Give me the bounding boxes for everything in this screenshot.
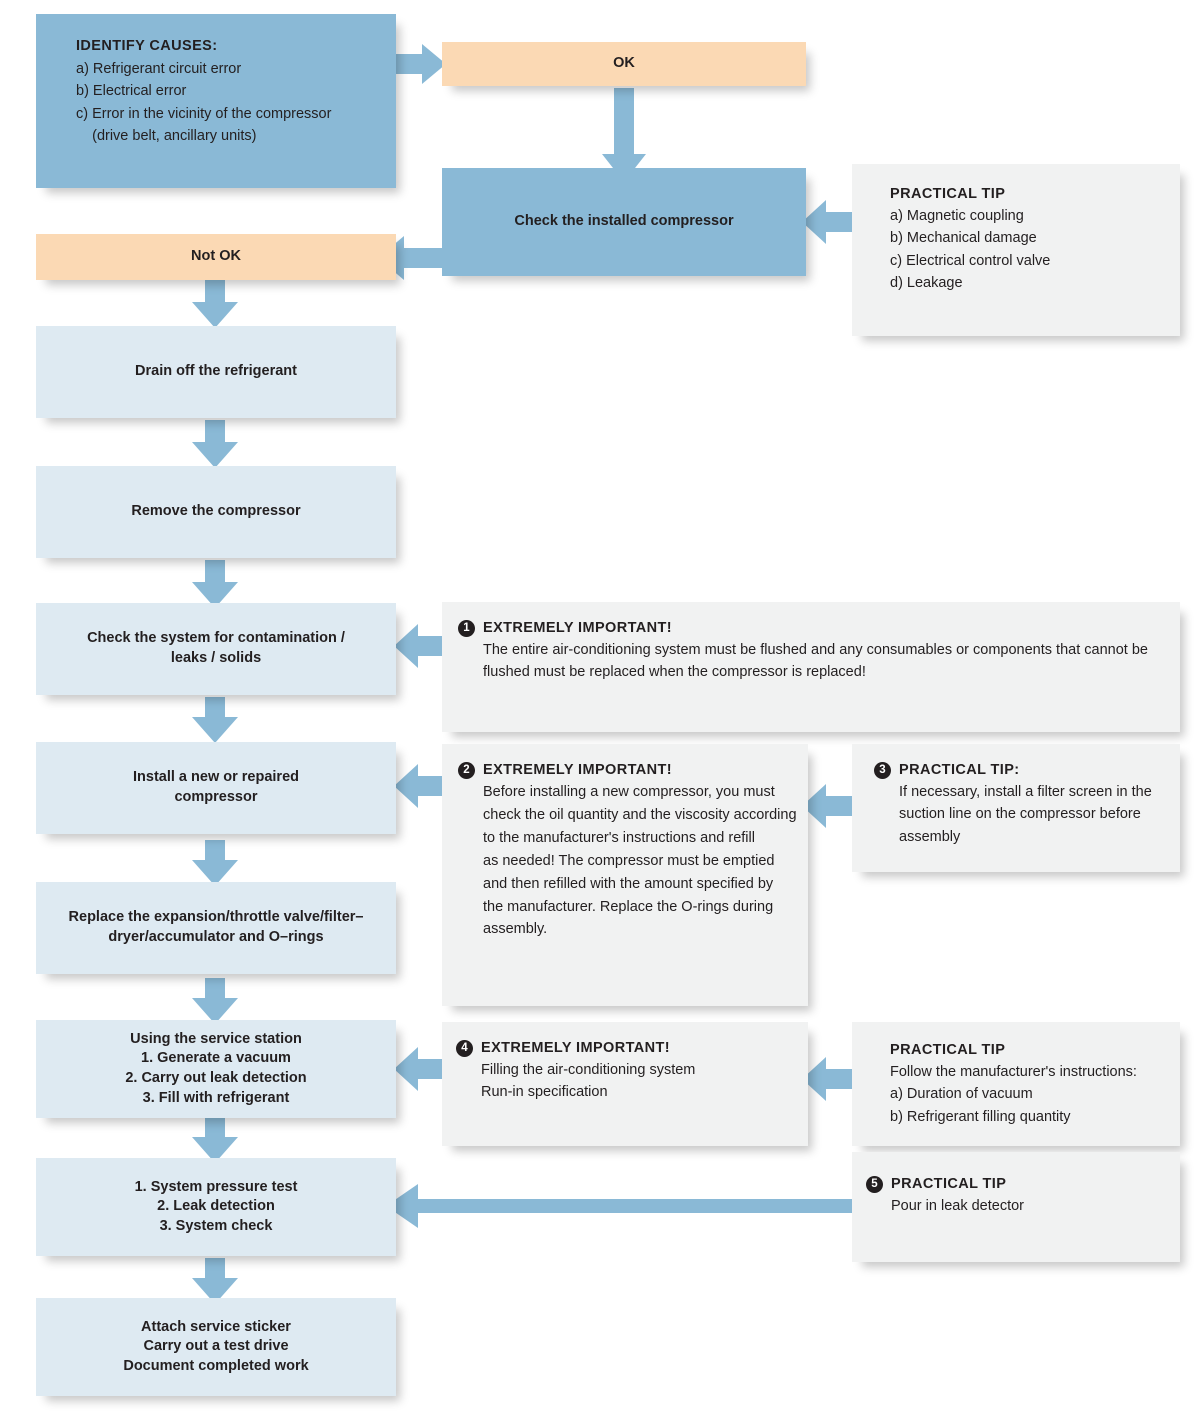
arrow-tip1-to-checksystem xyxy=(392,622,452,670)
tip-compressor-line-d: d) Leakage xyxy=(890,275,963,292)
identify-causes-line-b: b) Electrical error xyxy=(76,83,187,100)
step-replace-box: Replace the expansion/throttle valve/fil… xyxy=(36,882,396,974)
tip2-line5: and then refilled with the amount specif… xyxy=(483,875,774,892)
identify-causes-line-a: a) Refrigerant circuit error xyxy=(76,61,242,77)
tip-compressor-line-b: b) Mechanical damage xyxy=(890,230,1037,247)
tip-compressor-line-c: c) Electrical control valve xyxy=(890,252,1051,269)
arrow-install-to-replace xyxy=(190,840,240,888)
identify-causes-box: IDENTIFY CAUSES: a) Refrigerant circuit … xyxy=(36,14,396,188)
step-pressure-line3: 3. System check xyxy=(159,1217,273,1234)
step-check-installed-label: Check the installed compressor xyxy=(514,213,734,230)
step-service-station-box: Using the service station 1. Generate a … xyxy=(36,1020,396,1118)
step-pressure-test-box: 1. System pressure test 2. Leak detectio… xyxy=(36,1158,396,1256)
step-replace-line2: dryer/accumulator and O–rings xyxy=(108,929,324,945)
arrow-tipvacuum-to-tip4 xyxy=(800,1055,862,1103)
step-replace-line1: Replace the expansion/throttle valve/fil… xyxy=(68,909,364,926)
step-install-line1: Install a new or repaired xyxy=(133,769,299,786)
tip2-line3: to the manufacturer's instructions and r… xyxy=(483,829,755,846)
tip1-number-icon: 1 xyxy=(458,620,475,637)
step-final-line3: Document completed work xyxy=(123,1357,309,1374)
tip4-title: EXTREMELY IMPORTANT! xyxy=(481,1040,670,1056)
tip-vacuum-line2: a) Duration of vacuum xyxy=(890,1086,1033,1103)
tip5-title: PRACTICAL TIP xyxy=(891,1176,1007,1192)
decision-notok-box: Not OK xyxy=(36,234,396,280)
step-service-line4: 3. Fill with refrigerant xyxy=(142,1089,290,1106)
tip2-line1: Before installing a new compressor, you … xyxy=(483,784,775,800)
arrow-service-to-pressure xyxy=(190,1117,240,1165)
tip3-number-icon: 3 xyxy=(874,762,891,779)
step-final-line2: Carry out a test drive xyxy=(143,1338,289,1355)
tip2-line4: as needed! The compressor must be emptie… xyxy=(483,852,775,869)
step-final-box: Attach service sticker Carry out a test … xyxy=(36,1298,396,1396)
tip-vacuum-box: PRACTICAL TIP Follow the manufacturer's … xyxy=(852,1022,1180,1146)
tip3-line1: If necessary, install a filter screen in… xyxy=(899,784,1152,800)
tip1-line2: flushed must be replaced when the compre… xyxy=(483,664,866,681)
step-drain-box: Drain off the refrigerant xyxy=(36,326,396,418)
tip1-box: 1 EXTREMELY IMPORTANT! The entire air-co… xyxy=(442,602,1180,732)
identify-causes-line-c2: (drive belt, ancillary units) xyxy=(76,128,257,145)
tip4-number-icon: 4 xyxy=(456,1040,473,1057)
tip4-box: 4 EXTREMELY IMPORTANT! Filling the air-c… xyxy=(442,1022,808,1146)
tip-compressor-title: PRACTICAL TIP xyxy=(890,186,1006,202)
arrow-tip3-to-tip2 xyxy=(800,782,862,830)
tip-vacuum-line1: Follow the manufacturer's instructions: xyxy=(890,1064,1137,1080)
tip-vacuum-title: PRACTICAL TIP xyxy=(890,1042,1006,1058)
step-remove-label: Remove the compressor xyxy=(131,503,301,520)
arrow-tip2-to-install xyxy=(392,762,452,810)
tip5-number-icon: 5 xyxy=(866,1176,883,1193)
step-drain-label: Drain off the refrigerant xyxy=(135,363,297,380)
tip3-line2: suction line on the compressor before xyxy=(899,806,1141,823)
arrow-notok-to-drain xyxy=(190,280,240,330)
tip3-box: 3 PRACTICAL TIP: If necessary, install a… xyxy=(852,744,1180,872)
decision-ok-box: OK xyxy=(442,42,806,86)
arrow-drain-to-remove xyxy=(190,420,240,470)
tip3-title: PRACTICAL TIP: xyxy=(899,762,1020,778)
arrow-causes-to-ok xyxy=(392,42,448,86)
arrow-tip5-to-pressure xyxy=(384,1182,854,1230)
tip2-line7: assembly. xyxy=(483,921,548,938)
arrow-ok-to-check xyxy=(600,88,648,184)
tip2-title: EXTREMELY IMPORTANT! xyxy=(483,762,672,778)
step-check-system-box: Check the system for contamination / lea… xyxy=(36,603,396,695)
tip5-line1: Pour in leak detector xyxy=(891,1198,1024,1214)
step-check-system-line2: leaks / solids xyxy=(170,650,262,666)
arrow-tip-to-check xyxy=(800,198,864,246)
arrow-checksystem-to-install xyxy=(190,697,240,745)
decision-ok-label: OK xyxy=(613,55,635,72)
step-install-box: Install a new or repaired compressor xyxy=(36,742,396,834)
step-service-line2: 1. Generate a vacuum xyxy=(141,1050,291,1067)
step-install-line2: compressor xyxy=(174,789,258,805)
tip3-line3: assembly xyxy=(899,828,961,845)
arrow-pressure-to-final xyxy=(190,1258,240,1306)
arrow-remove-to-checksystem xyxy=(190,560,240,610)
identify-causes-title: IDENTIFY CAUSES: xyxy=(76,38,218,54)
tip2-number-icon: 2 xyxy=(458,762,475,779)
tip4-line1: Filling the air-conditioning system xyxy=(481,1062,696,1078)
tip2-box: 2 EXTREMELY IMPORTANT! Before installing… xyxy=(442,744,808,1006)
step-remove-box: Remove the compressor xyxy=(36,466,396,558)
step-check-installed-box: Check the installed compressor xyxy=(442,168,806,276)
tip2-line2: check the oil quantity and the viscosity… xyxy=(483,806,797,823)
tip1-line1: The entire air-conditioning system must … xyxy=(483,642,1148,658)
tip5-box: 5 PRACTICAL TIP Pour in leak detector xyxy=(852,1152,1180,1262)
arrow-tip4-to-service xyxy=(392,1045,452,1093)
step-final-line1: Attach service sticker xyxy=(141,1318,291,1335)
tip-compressor-box: PRACTICAL TIP a) Magnetic coupling b) Me… xyxy=(852,164,1180,336)
step-pressure-line1: 1. System pressure test xyxy=(134,1178,298,1195)
tip2-line6: the manufacturer. Replace the O-rings du… xyxy=(483,898,774,915)
tip-compressor-line-a: a) Magnetic coupling xyxy=(890,208,1024,224)
identify-causes-line-c: c) Error in the vicinity of the compress… xyxy=(76,105,332,122)
step-service-line1: Using the service station xyxy=(130,1030,302,1047)
step-pressure-line2: 2. Leak detection xyxy=(157,1198,275,1215)
step-service-line3: 2. Carry out leak detection xyxy=(125,1070,307,1086)
step-check-system-line1: Check the system for contamination / xyxy=(87,630,345,647)
arrow-replace-to-service xyxy=(190,978,240,1026)
tip-vacuum-line3: b) Refrigerant filling quantity xyxy=(890,1108,1071,1125)
tip1-title: EXTREMELY IMPORTANT! xyxy=(483,620,672,636)
decision-notok-label: Not OK xyxy=(191,248,241,265)
tip4-line2: Run-in specification xyxy=(481,1084,608,1101)
